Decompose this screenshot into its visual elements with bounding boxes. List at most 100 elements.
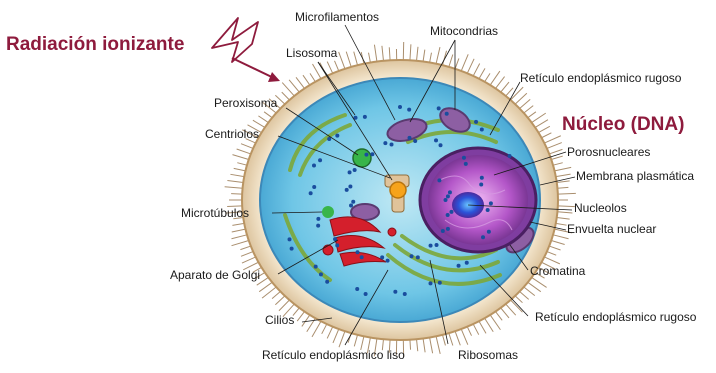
ribosome-dot (335, 243, 339, 247)
cilium (275, 296, 284, 305)
ribosome-dot (480, 176, 484, 180)
cilium (547, 143, 562, 149)
cilium (430, 338, 433, 354)
cilium (455, 331, 460, 345)
cilium (389, 47, 390, 60)
ribosome-dot (489, 201, 493, 205)
cilium (322, 324, 327, 334)
ribosome-dot (345, 188, 349, 192)
cilium (520, 291, 529, 299)
label-reticulo-rugoso-bottom: Retículo endoplásmico rugoso (535, 310, 696, 324)
cilium (230, 174, 244, 176)
cilium (515, 296, 522, 303)
cilium (369, 53, 371, 63)
label-peroxisoma: Peroxisoma (214, 96, 277, 110)
label-ribosomas: Ribosomas (458, 348, 518, 362)
cilium (449, 333, 453, 345)
ribosome-dot (335, 134, 339, 138)
cilium (558, 206, 575, 207)
cilium (485, 318, 494, 332)
cilium (231, 235, 246, 239)
cilium (544, 136, 560, 143)
cilium (335, 61, 339, 71)
cilium (542, 133, 552, 138)
cilium (467, 327, 471, 336)
cilium (511, 300, 523, 312)
cilium (296, 77, 304, 88)
cilium (333, 329, 339, 343)
cilium (310, 73, 315, 81)
ribosome-dot (314, 265, 318, 269)
ribosome-dot (408, 136, 412, 140)
label-reticulo-rugoso-top: Retículo endoplásmico rugoso (520, 71, 681, 85)
cilium (303, 75, 310, 85)
cilium (289, 80, 299, 92)
cilium (436, 336, 440, 354)
ribosome-dot (398, 105, 402, 109)
cilium (234, 168, 246, 170)
cilium (551, 240, 564, 244)
ribosome-dot (290, 247, 294, 251)
cilium (354, 52, 358, 65)
ribosome-dot (309, 191, 313, 195)
ribosome-dot (407, 108, 411, 112)
cilium (374, 45, 376, 62)
ribosome-dot (393, 290, 397, 294)
label-lisosoma: Lisosoma (286, 46, 337, 60)
nucleus-heading: Núcleo (DNA) (562, 114, 684, 136)
ribosome-dot (351, 200, 355, 204)
ribosome-dot (363, 115, 367, 119)
ribosome-dot (312, 163, 316, 167)
cilium (473, 64, 479, 76)
ribosome-dot (444, 198, 448, 202)
ribosome-dot (435, 243, 439, 247)
cilium (490, 315, 500, 330)
cilium (232, 155, 248, 160)
cilium (417, 339, 418, 351)
ribosome-dot (364, 292, 368, 296)
ribosome-dot (439, 143, 443, 147)
ribosome-dot (446, 213, 450, 217)
cilium (297, 312, 304, 322)
vesicle (322, 206, 334, 218)
cilium (339, 52, 345, 69)
cilium (241, 252, 253, 257)
lysosome (390, 182, 406, 198)
label-cilios: Cilios (265, 313, 294, 327)
cilium (327, 327, 333, 339)
cilium (557, 218, 570, 220)
ribosome-dot (429, 244, 433, 248)
cilium (346, 52, 351, 67)
cilium (528, 282, 541, 291)
ribosome-dot (445, 112, 449, 116)
cilium (461, 329, 468, 345)
ribosome-dot (355, 250, 359, 254)
ribosome-dot (481, 235, 485, 239)
ribosome-dot (441, 229, 445, 233)
cilium (547, 252, 556, 256)
cilium (232, 240, 249, 245)
cilium (535, 120, 548, 128)
ribosome-dot (486, 208, 490, 212)
cilium (506, 88, 513, 96)
cilium (279, 300, 289, 311)
cilium (327, 62, 333, 74)
cilium (532, 277, 547, 287)
cilium (339, 331, 345, 347)
cilium (417, 47, 418, 61)
peroxisome (353, 149, 371, 167)
cilium (442, 51, 446, 65)
ribosome-dot (390, 142, 394, 146)
cilium (312, 321, 321, 337)
cilium (410, 44, 411, 60)
cilium (557, 212, 572, 213)
ribosome-dot (318, 158, 322, 162)
ribosome-dot (319, 272, 323, 276)
ribosome-dot (446, 227, 450, 231)
label-envuelta: Envuelta nuclear (567, 222, 656, 236)
cilium (538, 126, 549, 132)
ribosome-dot (434, 138, 438, 142)
cilium (227, 180, 243, 182)
ribosome-dot (403, 292, 407, 296)
label-microtubulos: Microtúbulos (181, 206, 249, 220)
